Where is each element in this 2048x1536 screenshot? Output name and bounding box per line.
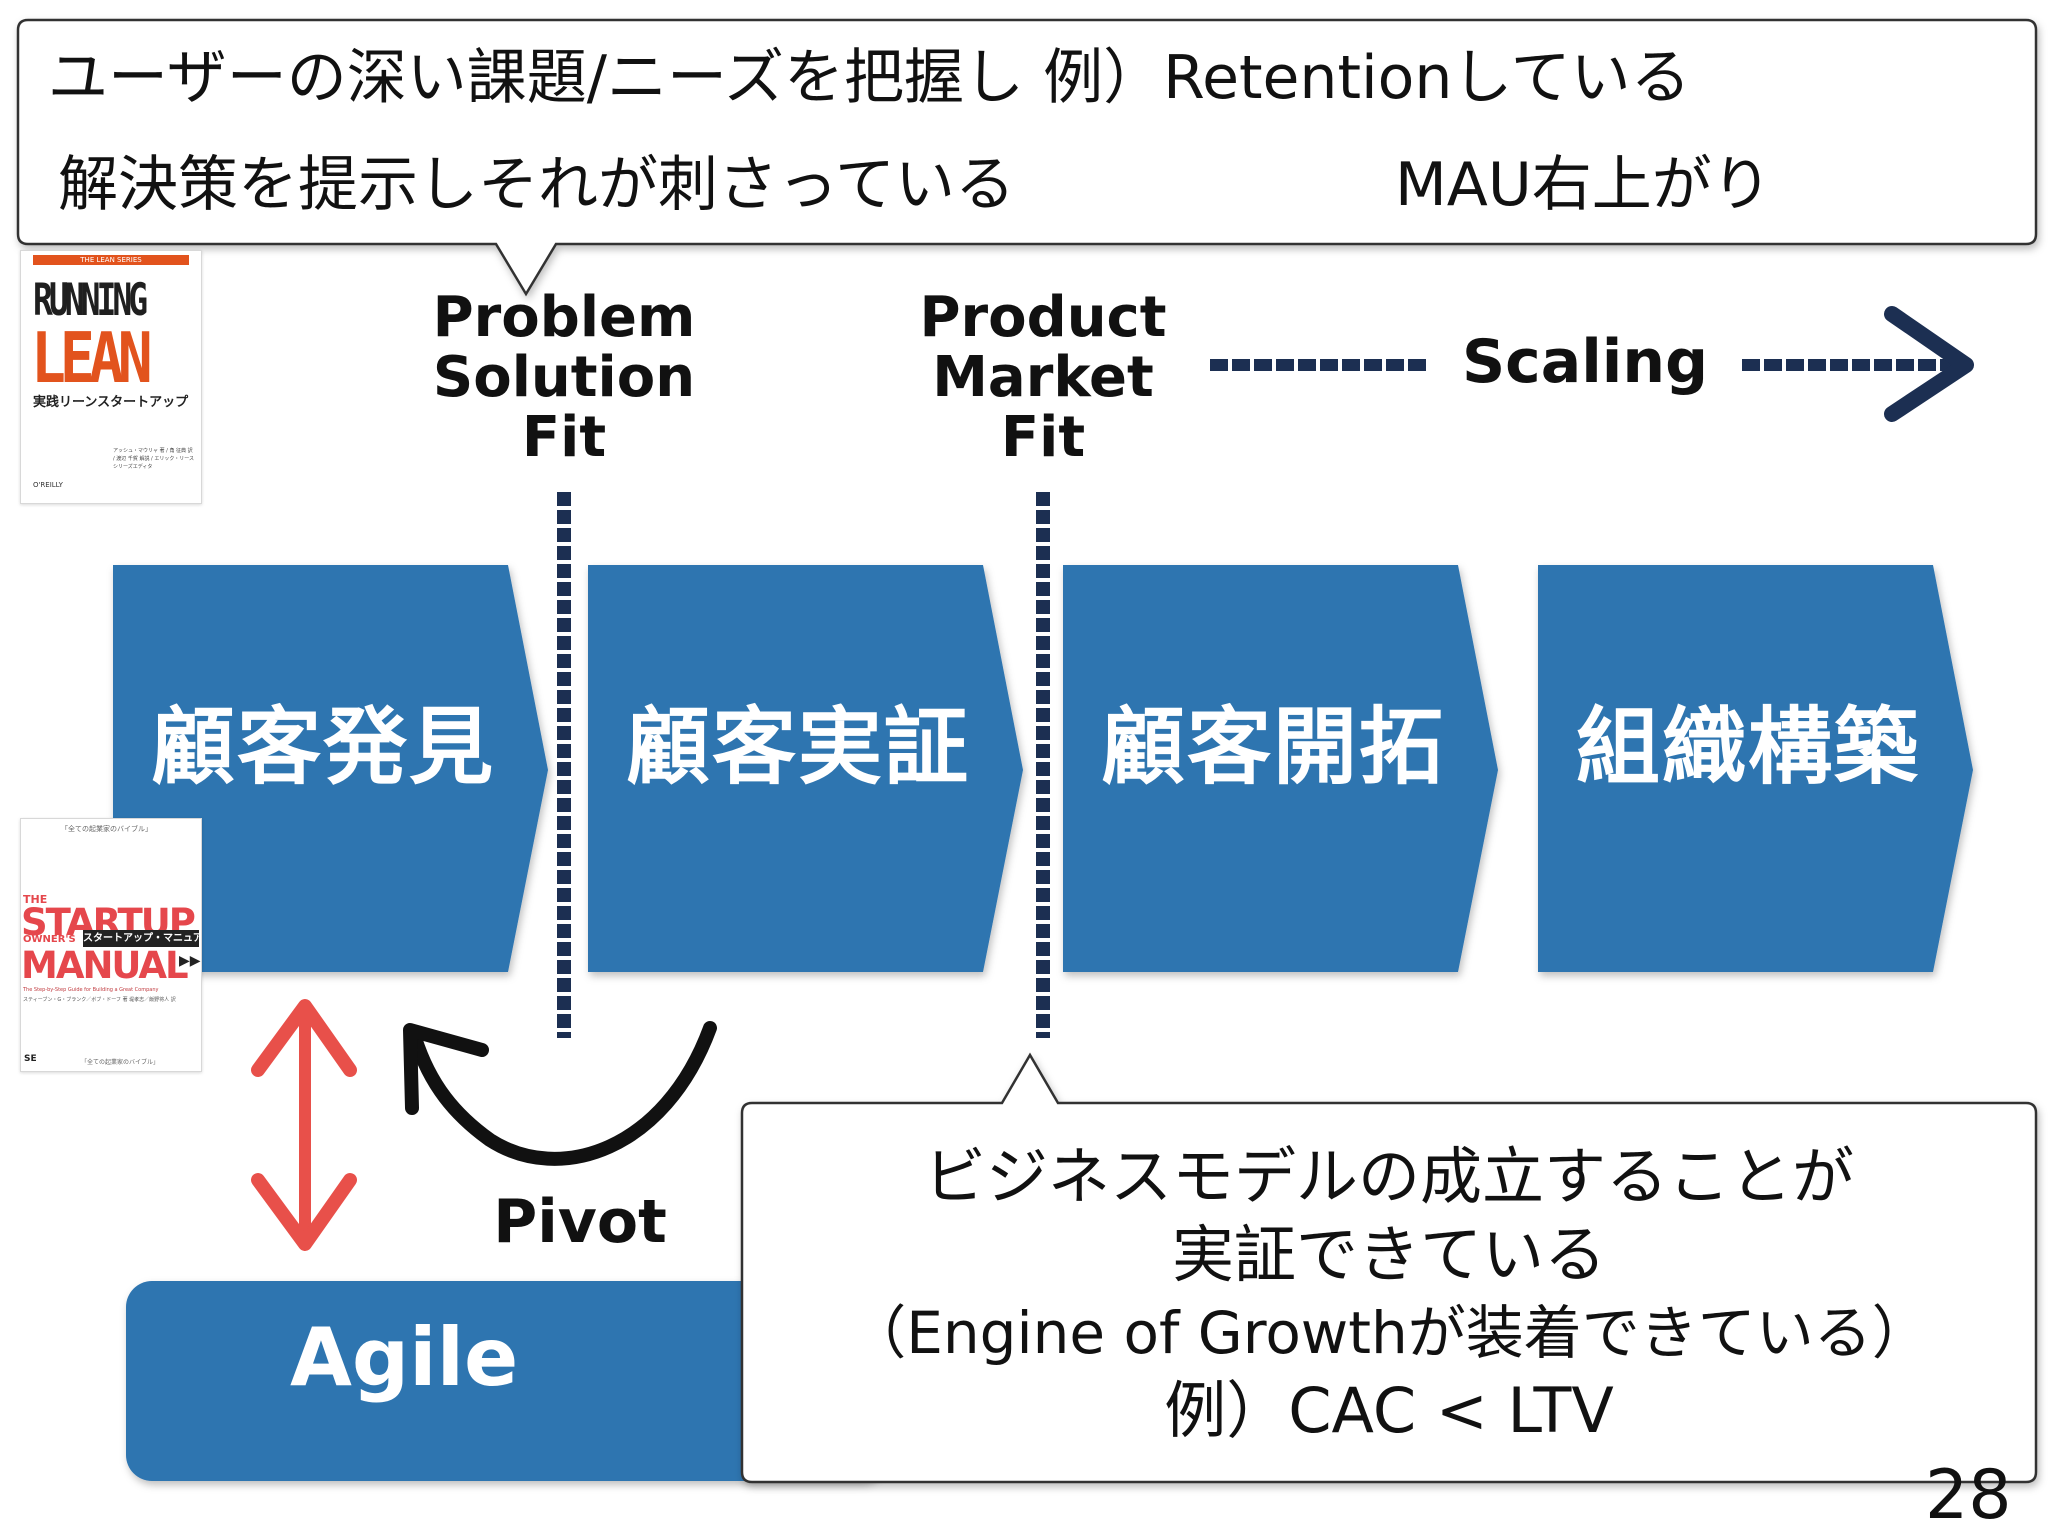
sm-play-icon: ▶▶ xyxy=(179,953,201,969)
sm-publisher: SE xyxy=(24,1054,37,1064)
pmf-label: Product Market Fit xyxy=(893,288,1193,468)
scaling-arrowhead-icon xyxy=(1884,306,1974,422)
top-callout-line2-left: 解決策を提示しそれが刺さっている xyxy=(58,150,1015,220)
rl-title1: RUNNING xyxy=(33,273,148,326)
stage-label-building: 組織構築 xyxy=(1575,698,1920,796)
page-number: 28 xyxy=(1925,1456,2012,1535)
sm-tagline: The Step-by-Step Guide for Building a Gr… xyxy=(23,987,159,993)
stage-label-discovery: 顧客発見 xyxy=(150,698,495,796)
agile-bar xyxy=(126,1281,886,1481)
sm-bottom-note: 「全ての起業家のバイブル」 xyxy=(81,1059,160,1066)
bottom-callout-line3: （Engine of Growthが装着できている） xyxy=(848,1299,1930,1367)
scaling-label: Scaling xyxy=(1461,327,1709,397)
top-callout-bubble xyxy=(16,18,2038,297)
agile-arrowhead-down-icon xyxy=(251,1173,357,1251)
stage-chevron-validation xyxy=(588,565,1023,972)
stage-chevron-building xyxy=(1538,565,1973,972)
pmf-label-line3: Fit xyxy=(1000,405,1086,470)
rl-series-band: THE LEAN SERIES xyxy=(33,255,189,265)
rl-subtitle: 実践リーンスタートアップ xyxy=(33,395,189,410)
rl-publisher: O'REILLY xyxy=(33,481,63,489)
stage-chevron-creation xyxy=(1063,565,1498,972)
stage-chevron-discovery xyxy=(113,565,548,972)
pivot-arrow-curve xyxy=(408,1021,717,1166)
top-callout-line2-right: MAU右上がり xyxy=(1395,150,1772,220)
rl-title2: LEAN xyxy=(31,317,153,399)
rl-series-text: THE LEAN SERIES xyxy=(80,256,142,264)
pivot-label: Pivot xyxy=(493,1187,667,1257)
agile-arrowhead-up-icon xyxy=(251,999,357,1077)
stage-label-creation: 顧客開拓 xyxy=(1100,698,1445,796)
bottom-callout-line4: 例）CAC < LTV xyxy=(1164,1374,1614,1447)
sm-owners: OWNER'S xyxy=(23,934,76,945)
rl-authors: アッシュ・マウリャ 著 / 角 征典 訳 / 渡辺 千賀 解説 / エリック・リ… xyxy=(113,448,194,470)
sm-title2: MANUAL xyxy=(21,944,189,987)
bottom-callout-bubble xyxy=(740,1052,2038,1484)
bottom-callout-line2: 実証できている xyxy=(1171,1218,1606,1291)
bottom-callout-text: ビジネスモデルの成立することが 実証できている （Engine of Growt… xyxy=(742,1138,2036,1450)
top-callout-line1: ユーザーの深い課題/ニーズを把握し 例）Retentionしている xyxy=(48,43,1691,113)
agile-label: Agile xyxy=(290,1311,519,1404)
bottom-callout-line1: ビジネスモデルの成立することが xyxy=(923,1140,1854,1213)
sm-the: THE xyxy=(23,893,48,906)
pivot-arrowhead-icon xyxy=(403,1023,489,1115)
stage-label-validation: 顧客実証 xyxy=(625,698,970,796)
pmf-label-line2: Market xyxy=(932,345,1154,410)
sm-jp-title: スタートアップ・マニュアル xyxy=(83,930,199,947)
startup-manual-book-cover: 「全ての起業家のバイブル」 THE STARTUP OWNER'S スタートアッ… xyxy=(20,818,202,1072)
sm-authors: スティーブン・G・ブランク／ボブ・ドーフ 著 堤孝志／飯野将人 訳 xyxy=(23,997,176,1003)
pmf-label-line1: Product xyxy=(919,285,1167,350)
psf-label-line3: Fit xyxy=(521,405,607,470)
sm-top-note: 「全ての起業家のバイブル」 xyxy=(61,825,152,833)
psf-label-line2: Solution xyxy=(432,345,696,410)
psf-label: Problem Solution Fit xyxy=(414,288,714,468)
running-lean-book-cover: THE LEAN SERIES RUNNING LEAN 実践リーンスタートアッ… xyxy=(20,250,202,504)
psf-label-line1: Problem xyxy=(432,285,696,350)
